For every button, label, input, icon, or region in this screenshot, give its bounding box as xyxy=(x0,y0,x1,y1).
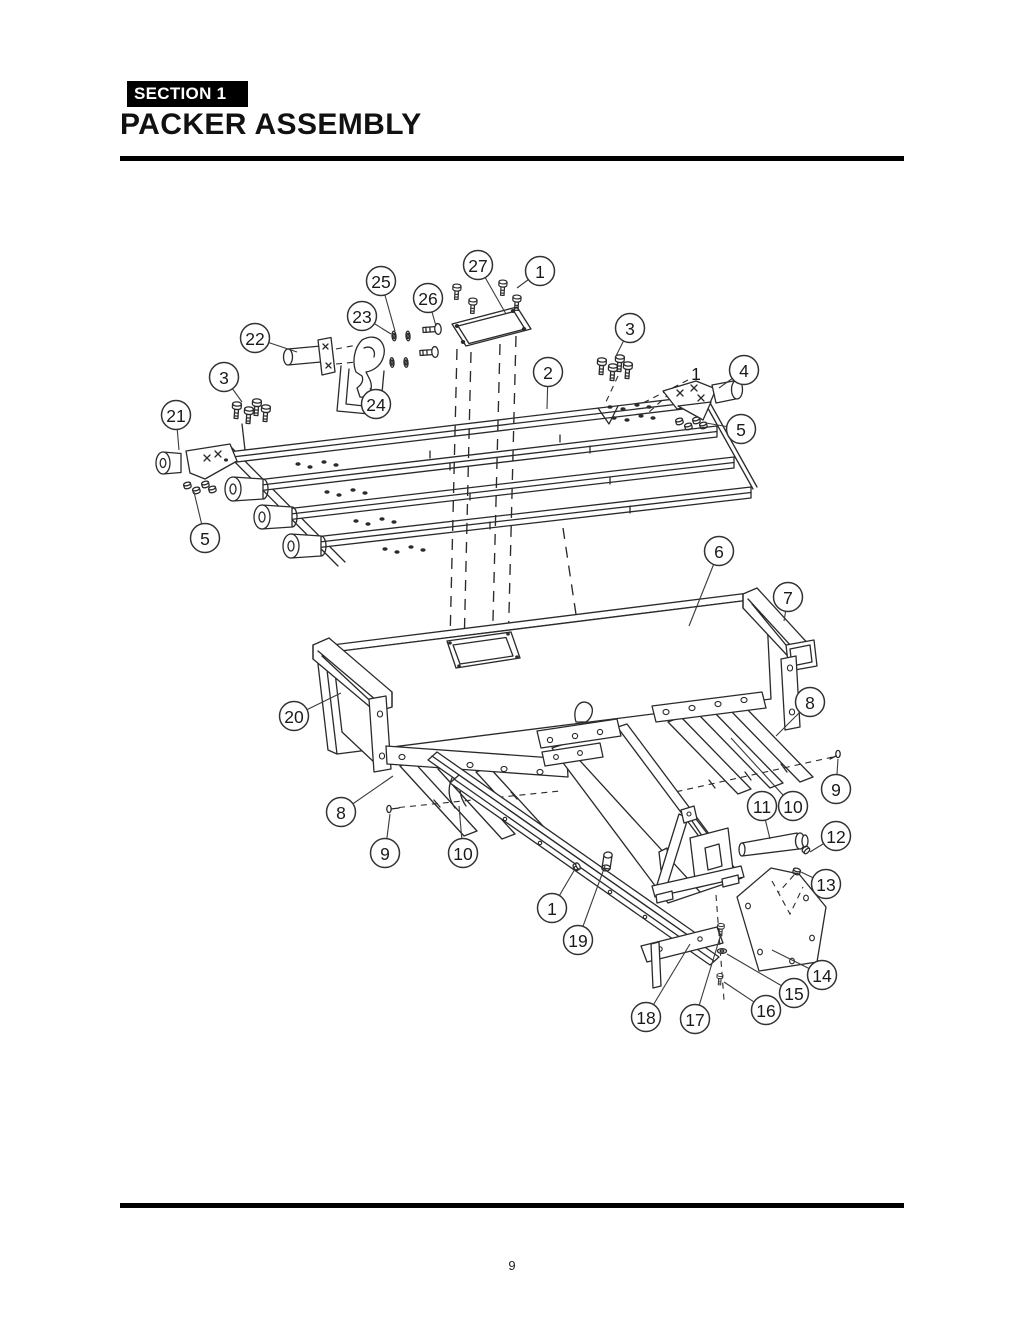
callout-number-3: 3 xyxy=(625,319,635,339)
callout-8 xyxy=(794,686,826,718)
callout-number-23: 23 xyxy=(352,307,371,327)
tongue-assembly xyxy=(427,701,827,1001)
bolts-3-left xyxy=(230,397,272,451)
packer-bar-assembly xyxy=(223,391,758,567)
callout-3 xyxy=(614,312,646,344)
header-rule xyxy=(120,156,904,161)
callout-number-12: 12 xyxy=(826,827,845,847)
callout-number-10: 10 xyxy=(453,844,473,864)
bearing-4 xyxy=(640,379,744,421)
bushing-19 xyxy=(601,851,613,872)
callout-27 xyxy=(462,249,494,281)
callout-1 xyxy=(524,255,556,287)
callout-number-9: 9 xyxy=(380,844,390,864)
section-badge: SECTION 1 xyxy=(127,81,248,107)
callout-10 xyxy=(777,790,809,822)
callout-number-11: 11 xyxy=(753,797,771,817)
scraper-assembly xyxy=(282,322,443,416)
callout-17 xyxy=(679,1003,711,1035)
callout-5 xyxy=(725,413,757,445)
callout-number-27: 27 xyxy=(468,256,487,276)
callout-20 xyxy=(278,700,310,732)
fasteners-5-left xyxy=(182,479,218,496)
callout-5 xyxy=(189,522,221,554)
bracket-20 xyxy=(312,637,393,773)
callout-2 xyxy=(532,356,564,388)
hitch-pin-11 xyxy=(738,832,809,857)
callout-12 xyxy=(820,820,852,852)
callout-number-21: 21 xyxy=(166,406,185,426)
callout-number-15: 15 xyxy=(784,984,803,1004)
callout-16 xyxy=(750,994,782,1026)
callout-23 xyxy=(346,300,378,332)
callout-6 xyxy=(703,535,735,567)
callout-number-26: 26 xyxy=(418,289,437,309)
bracket-7 xyxy=(742,587,818,731)
callout-number-1: 1 xyxy=(535,262,545,282)
callout-9 xyxy=(369,837,401,869)
callout-number-17: 17 xyxy=(685,1010,704,1030)
callout-10 xyxy=(447,837,479,869)
callout-number-20: 20 xyxy=(284,707,304,727)
callout-number-1: 1 xyxy=(547,899,557,919)
packer-rollers xyxy=(224,476,327,559)
left-hub xyxy=(155,443,238,480)
callout-number-8: 8 xyxy=(336,803,346,823)
footer-rule xyxy=(120,1203,904,1208)
callout-15 xyxy=(778,977,810,1009)
callout-9 xyxy=(820,773,852,805)
callout-number-7: 7 xyxy=(783,588,793,608)
callout-13 xyxy=(810,868,842,900)
callout-8 xyxy=(325,796,357,828)
callout-number-8: 8 xyxy=(805,693,815,713)
section-badge-label: SECTION 1 xyxy=(134,84,227,103)
callout-3 xyxy=(208,361,240,393)
callout-18 xyxy=(630,1001,662,1033)
callout-number-5: 5 xyxy=(736,420,746,440)
callout-number-9: 9 xyxy=(831,780,841,800)
bolts-3-right xyxy=(595,353,634,405)
callout-number-2: 2 xyxy=(543,363,553,383)
callout-26 xyxy=(412,282,444,314)
callout-number-14: 14 xyxy=(812,966,832,986)
main-frame xyxy=(315,591,772,755)
callout-4 xyxy=(728,354,760,386)
callout-number-19: 19 xyxy=(568,931,587,951)
callout-number-10: 10 xyxy=(783,797,803,817)
plate-14 xyxy=(736,867,827,972)
callout-1 xyxy=(536,892,568,924)
plain-label-1: 1 xyxy=(691,364,701,384)
callout-21 xyxy=(160,399,192,431)
top-plate-27 xyxy=(451,279,532,347)
callout-number-25: 25 xyxy=(371,272,390,292)
callout-number-3: 3 xyxy=(219,368,229,388)
callout-24 xyxy=(360,388,392,420)
callout-number-18: 18 xyxy=(636,1008,655,1028)
page-title: PACKER ASSEMBLY xyxy=(120,108,422,141)
callout-11 xyxy=(746,790,778,822)
projection-lines xyxy=(449,335,578,660)
callout-number-6: 6 xyxy=(714,542,724,562)
callout-number-16: 16 xyxy=(756,1001,775,1021)
callout-number-22: 22 xyxy=(245,329,264,349)
callout-leader-10 xyxy=(730,737,794,807)
callout-number-4: 4 xyxy=(739,361,749,381)
callout-19 xyxy=(562,924,594,956)
callout-14 xyxy=(806,959,838,991)
callout-22 xyxy=(239,322,271,354)
callout-25 xyxy=(365,265,397,297)
callout-number-24: 24 xyxy=(366,395,386,415)
bar-hole-dots xyxy=(295,403,656,554)
page-number: 9 xyxy=(508,1258,516,1273)
callout-7 xyxy=(772,581,804,613)
callout-number-5: 5 xyxy=(200,529,210,549)
callout-number-13: 13 xyxy=(816,875,835,895)
